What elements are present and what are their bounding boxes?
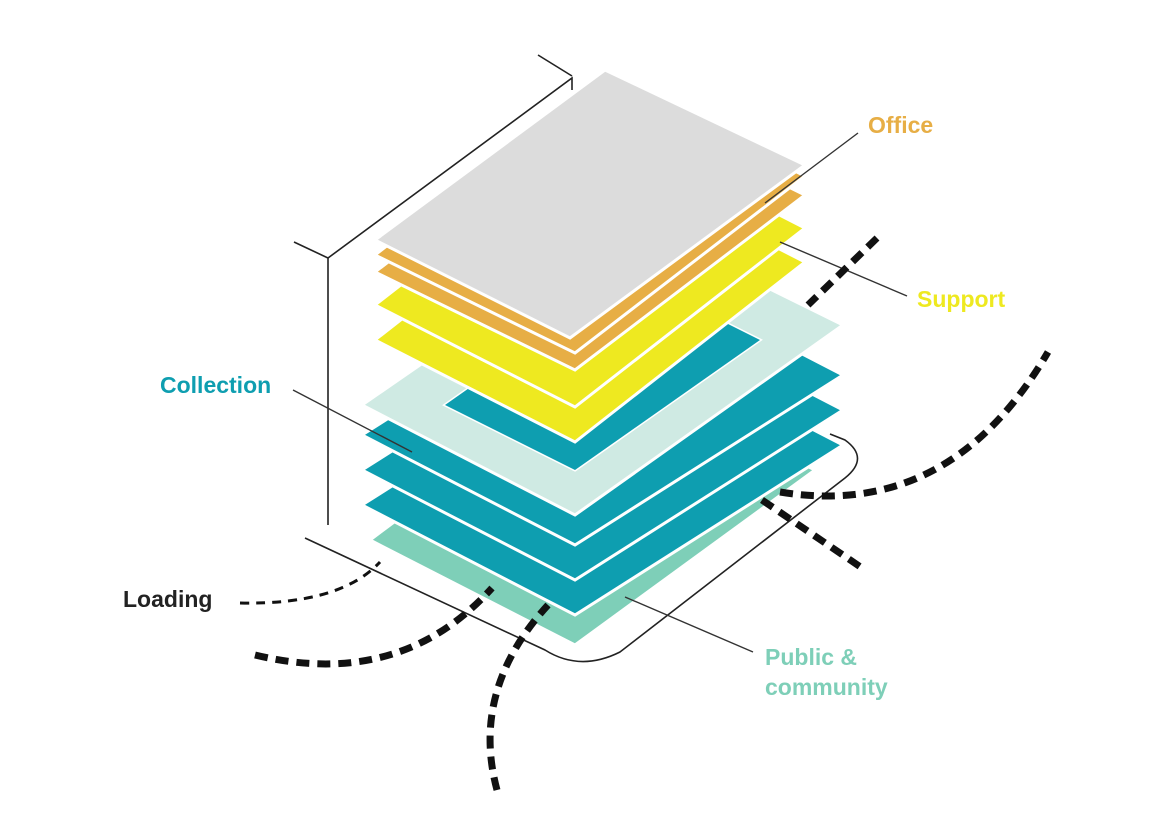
loading-path-right: [779, 350, 1052, 500]
loading-path-top: [805, 235, 880, 308]
height-bracket-top: [327, 76, 573, 259]
loading-path-left: [254, 585, 495, 668]
public-community-label: Public & community: [765, 644, 888, 700]
support-label: Support: [917, 286, 1006, 312]
height-bracket-vertical: [293, 241, 329, 525]
loading-path-thin: [239, 560, 382, 605]
collection-label: Collection: [160, 372, 272, 398]
loading-path-bottom: [486, 602, 551, 791]
public-leader-line: [624, 596, 754, 653]
site-outline: [304, 433, 859, 663]
loading-path-right-lower: [760, 497, 864, 571]
collection-leader-line: [292, 389, 413, 453]
office-leader-line: [764, 132, 859, 204]
height-bracket-tick: [537, 54, 573, 77]
loading-label: Loading: [123, 586, 213, 612]
roof: [372, 68, 808, 340]
office-label: Office: [868, 112, 934, 138]
